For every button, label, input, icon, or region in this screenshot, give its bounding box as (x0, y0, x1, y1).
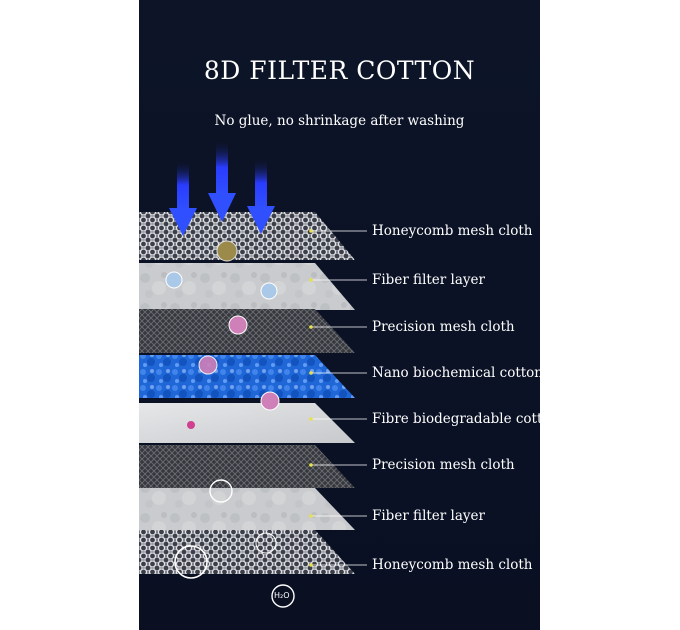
layer-fiber-top (139, 263, 355, 310)
leader-dots (309, 229, 313, 567)
layer-label-8: Honeycomb mesh cloth (372, 557, 533, 573)
product-infographic-panel: 8D FILTER COTTON No glue, no shrinkage a… (139, 0, 540, 630)
layer-honeycomb-bottom (139, 530, 355, 574)
leader-lines (311, 230, 367, 566)
layer-fiber-bottom (139, 488, 355, 530)
layer-honeycomb-top (139, 212, 355, 260)
layer-label-6: Precision mesh cloth (372, 457, 515, 473)
layer-precision-mesh-bottom (139, 445, 355, 488)
layer-label-3: Precision mesh cloth (372, 319, 515, 335)
layer-label-1: Honeycomb mesh cloth (372, 223, 533, 239)
h2o-bubble-label: H₂O (274, 591, 290, 600)
layer-label-4: Nano biochemical cotton (372, 365, 540, 381)
particle-bubbles (165, 240, 295, 608)
airflow-arrows (169, 140, 275, 236)
layer-label-7: Fiber filter layer (372, 508, 485, 524)
layer-biodegradable (139, 403, 355, 443)
filter-layers-illustration (139, 140, 367, 608)
layer-precision-mesh-top (139, 309, 355, 353)
layer-nano (139, 355, 355, 398)
layer-label-2: Fiber filter layer (372, 272, 485, 288)
page-subtitle: No glue, no shrinkage after washing (214, 113, 465, 129)
layer-label-5: Fibre biodegradable cotton (372, 411, 540, 427)
page-title: 8D FILTER COTTON (203, 56, 476, 85)
